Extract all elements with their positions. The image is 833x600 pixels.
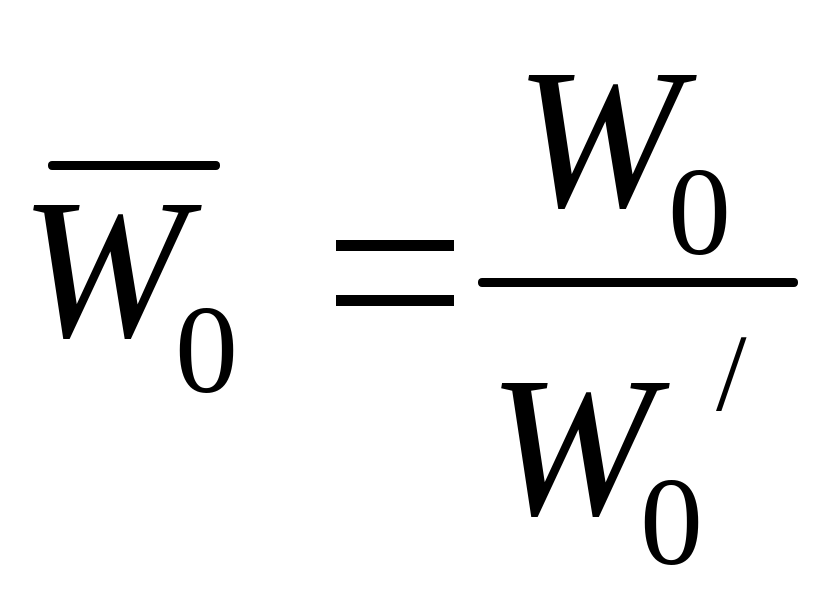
overline-bar [48,161,220,170]
equals-sign [336,240,454,306]
fraction-bar [478,278,798,287]
denominator-subscript: 0 [640,453,703,592]
numerator-subscript: 0 [668,143,731,282]
numerator-variable: W [515,29,682,250]
denominator-variable: W [488,337,655,558]
lhs-variable: W [20,159,187,380]
lhs-subscript: 0 [175,281,238,420]
denominator-prime-mark: / [716,312,747,434]
equals-bottom-bar [336,295,454,306]
equals-top-bar [336,240,454,251]
